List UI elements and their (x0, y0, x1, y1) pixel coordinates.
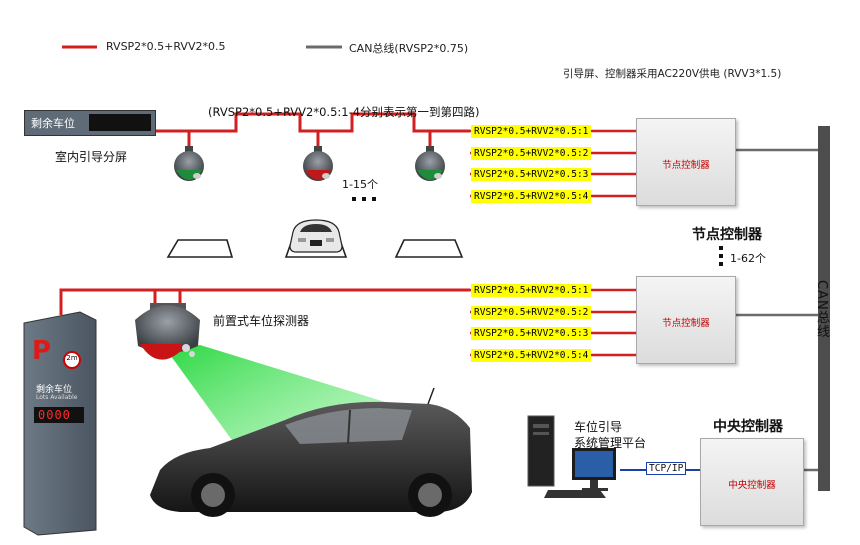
pole-sign-badge: 2m (66, 354, 78, 362)
node-controller-top: 节点控制器 (636, 118, 736, 206)
bottom-route-2: RVSP2*0.5+RVV2*0.5:2 (471, 306, 592, 319)
ceiling-detector-2 (303, 146, 333, 181)
indoor-guidance-sign: 剩余车位 (24, 110, 156, 136)
pole-sign-title: 剩余车位 (36, 385, 73, 395)
dotted-markers (352, 197, 723, 266)
legend-red-label: RVSP2*0.5+RVV2*0.5 (106, 40, 226, 53)
node-controller-bottom: 节点控制器 (636, 276, 736, 364)
top-detector-cable (155, 112, 470, 146)
pole-sign-digits: 0000 (38, 408, 71, 422)
can-bus-label: CAN总线 (814, 280, 829, 339)
bottom-route-4: RVSP2*0.5+RVV2*0.5:4 (471, 349, 592, 362)
route-header: (RVSP2*0.5+RVV2*0.5:1-4分别表示第一到第四路) (208, 105, 480, 119)
top-route-lines (470, 129, 636, 198)
indoor-sign-display (89, 114, 151, 131)
car (150, 387, 472, 517)
bottom-detector-cable (59, 288, 470, 315)
node-controller-top-label: 节点控制器 (662, 160, 710, 171)
front-view-car (289, 219, 343, 253)
central-controller-title: 中央控制器 (713, 419, 783, 435)
indoor-sign-text: 剩余车位 (31, 117, 75, 130)
can-bus-connectors (734, 148, 818, 472)
top-route-4: RVSP2*0.5+RVV2*0.5:4 (471, 190, 592, 203)
top-route-1: RVSP2*0.5+RVV2*0.5:1 (471, 125, 592, 138)
bottom-route-1: RVSP2*0.5+RVV2*0.5:1 (471, 284, 592, 297)
power-supply-note: 引导屏、控制器采用AC220V供电 (RVV3*1.5) (563, 68, 782, 80)
platform-line2: 系统管理平台 (574, 436, 647, 450)
tcp-ip-label: TCP/IP (646, 462, 687, 475)
computer (527, 415, 616, 498)
top-route-3: RVSP2*0.5+RVV2*0.5:3 (471, 168, 592, 181)
detector-range: 1-15个 (342, 178, 378, 191)
indoor-sign-caption: 室内引导分屏 (55, 150, 128, 164)
bottom-route-lines (470, 288, 636, 357)
can-bus-bar (818, 126, 830, 491)
detection-beam (168, 345, 395, 465)
node-controller-range: 1-62个 (730, 252, 766, 265)
legend-gray-label: CAN总线(RVSP2*0.75) (349, 42, 469, 55)
node-controller-title: 节点控制器 (692, 227, 762, 243)
central-controller-box: 中央控制器 (700, 438, 804, 526)
ceiling-detector-3 (415, 146, 445, 181)
pole-sign-subtitle: Lots Available (36, 394, 78, 401)
central-controller-label: 中央控制器 (728, 480, 776, 491)
ceiling-detector-1 (174, 146, 204, 181)
top-route-2: RVSP2*0.5+RVV2*0.5:2 (471, 147, 592, 160)
front-detector-label: 前置式车位探测器 (213, 314, 310, 328)
front-detector (135, 303, 200, 360)
bottom-route-3: RVSP2*0.5+RVV2*0.5:3 (471, 327, 592, 340)
platform-line1: 车位引导 (574, 420, 623, 434)
pole-sign-body (23, 311, 97, 536)
node-controller-bottom-label: 节点控制器 (662, 318, 710, 329)
pole-sign-letter: P (32, 336, 52, 366)
